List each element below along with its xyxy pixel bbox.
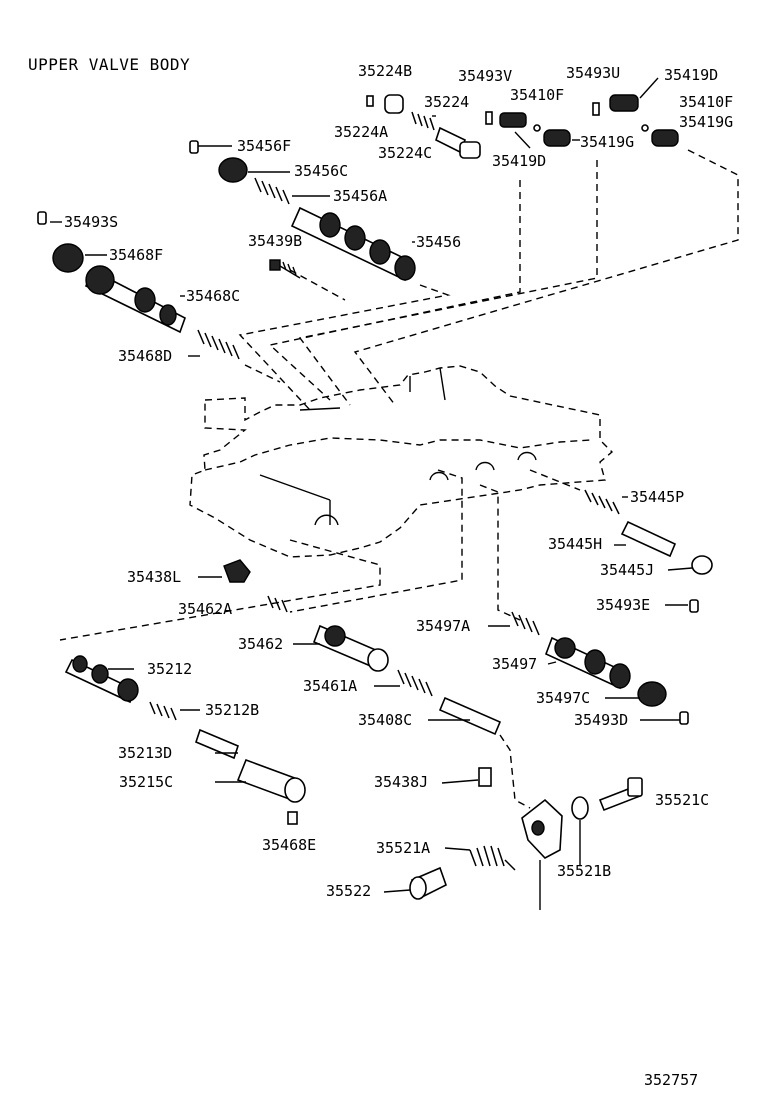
label-35521C: 35521C — [655, 791, 709, 809]
label-35410F-right: 35410F — [679, 93, 733, 111]
label-35419G-left: 35419G — [580, 133, 634, 151]
spring-35212B — [149, 701, 177, 721]
label-35410F-left: 35410F — [510, 86, 564, 104]
label-35493D: 35493D — [574, 711, 628, 729]
label-35456F: 35456F — [237, 137, 291, 155]
label-35438L: 35438L — [127, 568, 181, 586]
pin-35468E — [287, 811, 298, 825]
plug-35456C — [218, 157, 248, 183]
leader-lines — [50, 77, 693, 893]
sleeve-35215C — [236, 758, 306, 803]
label-35462A: 35462A — [178, 600, 232, 618]
plug-35419D-right — [609, 94, 639, 112]
ball-35410F — [641, 124, 649, 132]
diagram-reference-number: 352757 — [644, 1071, 698, 1089]
screw-35439B — [269, 259, 301, 279]
spring-35461A — [397, 669, 433, 697]
label-35445J: 35445J — [600, 561, 654, 579]
label-35493V: 35493V — [458, 67, 512, 85]
pin-35456F — [189, 140, 199, 154]
label-35419D-left: 35419D — [492, 152, 546, 170]
label-35493S: 35493S — [64, 213, 118, 231]
cam-detent-lever — [521, 798, 563, 910]
spring-35456A — [254, 177, 290, 205]
plug-35468F — [52, 243, 84, 273]
spring-35224C — [411, 111, 435, 131]
label-35212B: 35212B — [205, 701, 259, 719]
plug-35445J — [691, 555, 713, 575]
upper-valve-body-housing — [189, 365, 614, 558]
label-35439B: 35439B — [248, 232, 302, 250]
pin-35493U — [592, 102, 600, 116]
bolt-35521C — [598, 777, 643, 812]
label-35497A: 35497A — [416, 617, 470, 635]
washer-35521B — [571, 796, 589, 820]
label-35493E: 35493E — [596, 596, 650, 614]
part-35224 — [435, 126, 481, 159]
plug-35419D-left — [499, 112, 541, 132]
part-35408C — [438, 696, 502, 736]
label-35445P: 35445P — [630, 488, 684, 506]
label-35468D: 35468D — [118, 347, 172, 365]
label-35493U: 35493U — [566, 64, 620, 82]
label-35462: 35462 — [238, 635, 283, 653]
pin-35493S — [37, 211, 47, 225]
pin-35493D — [679, 711, 689, 725]
valve-35462 — [312, 624, 389, 672]
label-35521A: 35521A — [376, 839, 430, 857]
label-35224A: 35224A — [334, 123, 388, 141]
spring-35468D — [197, 329, 240, 360]
label-35215C: 35215C — [119, 773, 173, 791]
part-35213D — [195, 728, 239, 760]
part-35224B — [366, 94, 404, 114]
label-35445H: 35445H — [548, 535, 602, 553]
diagram-title: UPPER VALVE BODY — [28, 55, 190, 74]
label-35438J: 35438J — [374, 773, 428, 791]
plug-35419G-right — [651, 129, 679, 147]
label-35461A: 35461A — [303, 677, 357, 695]
label-35408C: 35408C — [358, 711, 412, 729]
part-labels: 35224B 35493V 35493U 35419D 35410F 35224… — [64, 62, 733, 900]
part-35438J — [478, 767, 492, 787]
valve-35212 — [64, 655, 139, 704]
label-35212: 35212 — [147, 660, 192, 678]
label-35456A: 35456A — [333, 187, 387, 205]
label-35522: 35522 — [326, 882, 371, 900]
label-35456C: 35456C — [294, 162, 348, 180]
valve-35456 — [290, 206, 416, 282]
part-35438L — [223, 559, 251, 583]
label-35224: 35224 — [424, 93, 469, 111]
valve-35497 — [544, 636, 631, 690]
valve-35445H — [620, 520, 677, 558]
label-35468F: 35468F — [109, 246, 163, 264]
label-35497: 35497 — [492, 655, 537, 673]
label-35419D-right: 35419D — [664, 66, 718, 84]
pin-35493E — [689, 599, 699, 613]
valve-35468C — [84, 265, 186, 334]
label-35497C: 35497C — [536, 689, 590, 707]
spring-35497A — [511, 611, 540, 636]
label-35521B: 35521B — [557, 862, 611, 880]
label-35419G-right: 35419G — [679, 113, 733, 131]
label-35468E: 35468E — [262, 836, 316, 854]
bushing-35522 — [409, 866, 447, 900]
label-35468C: 35468C — [186, 287, 240, 305]
plug-35419G-left — [543, 129, 571, 147]
spring-35521A — [469, 845, 516, 871]
label-35456: 35456 — [416, 233, 461, 251]
plug-35497C — [637, 681, 667, 707]
label-35224B: 35224B — [358, 62, 412, 80]
spring-35462A — [267, 595, 288, 613]
assembly-guide-lines — [59, 149, 739, 809]
pin-35493V — [485, 111, 493, 125]
label-35213D: 35213D — [118, 744, 172, 762]
spring-35445P — [584, 489, 620, 515]
label-35224C: 35224C — [378, 144, 432, 162]
